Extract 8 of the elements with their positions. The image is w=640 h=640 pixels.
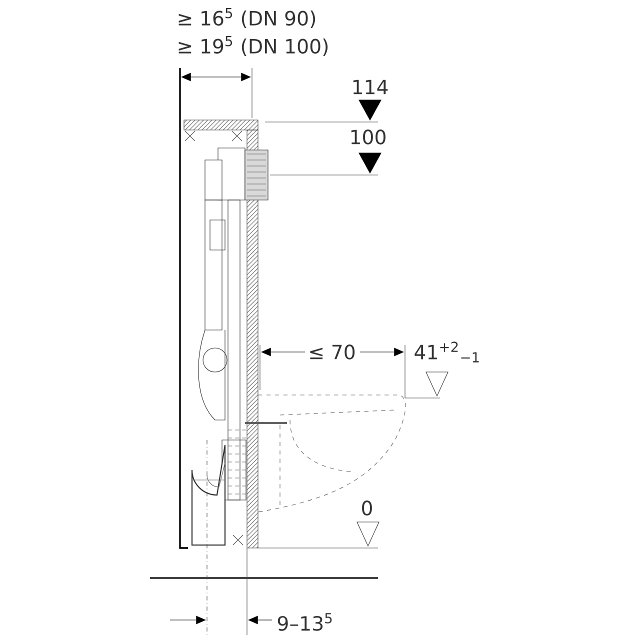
dimension-label: ≤ 70 xyxy=(310,344,355,360)
dimension-label: 0 xyxy=(362,500,372,516)
dimension-label: 100 xyxy=(351,130,386,144)
dimension-label: 9–13$^{5}$ xyxy=(278,613,332,631)
dimension-label: 114 xyxy=(353,80,388,94)
dimension-label: ≥ 19$^{5}$ (DN 100) xyxy=(178,36,328,56)
dimension-label: 41$^{+2}$−1 xyxy=(414,342,479,362)
dimension-label: ≥ 16$^{5}$ (DN 90) xyxy=(178,8,316,28)
